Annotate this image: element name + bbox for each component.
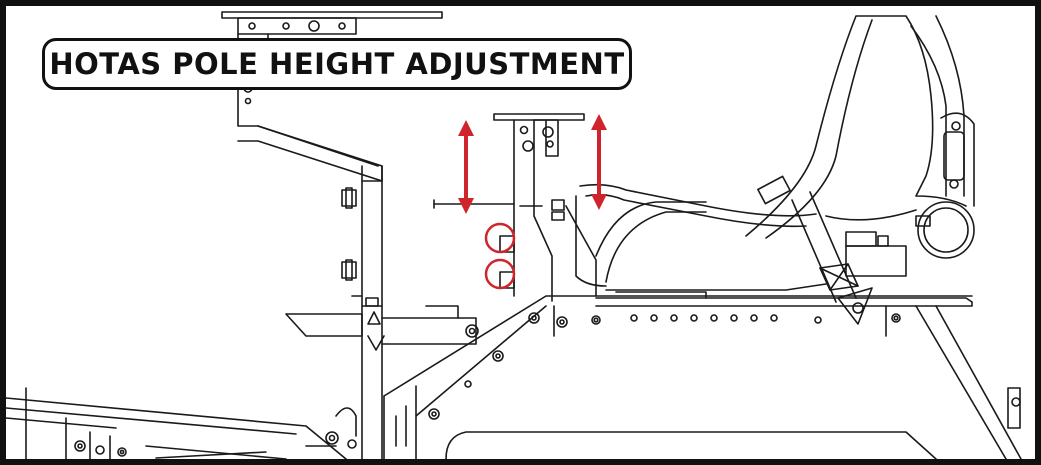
- seat-back: [745, 15, 975, 277]
- top-mount-plate: [221, 11, 443, 35]
- adjustment-knob-upper: [484, 222, 516, 254]
- diagram-title: HOTAS POLE HEIGHT ADJUSTMENT: [49, 47, 625, 81]
- adjustment-knob-lower: [484, 258, 516, 290]
- red-annotations: [458, 114, 607, 290]
- left-hotas-bracket: [285, 295, 479, 351]
- seat-belt: [757, 175, 873, 325]
- left-mast: [341, 165, 383, 459]
- title-badge: HOTAS POLE HEIGHT ADJUSTMENT: [42, 38, 632, 90]
- base-frame: [383, 295, 1022, 459]
- centre-pole: [433, 113, 597, 302]
- pedal-frame: [6, 387, 357, 459]
- cockpit-line-drawing: [6, 11, 1022, 459]
